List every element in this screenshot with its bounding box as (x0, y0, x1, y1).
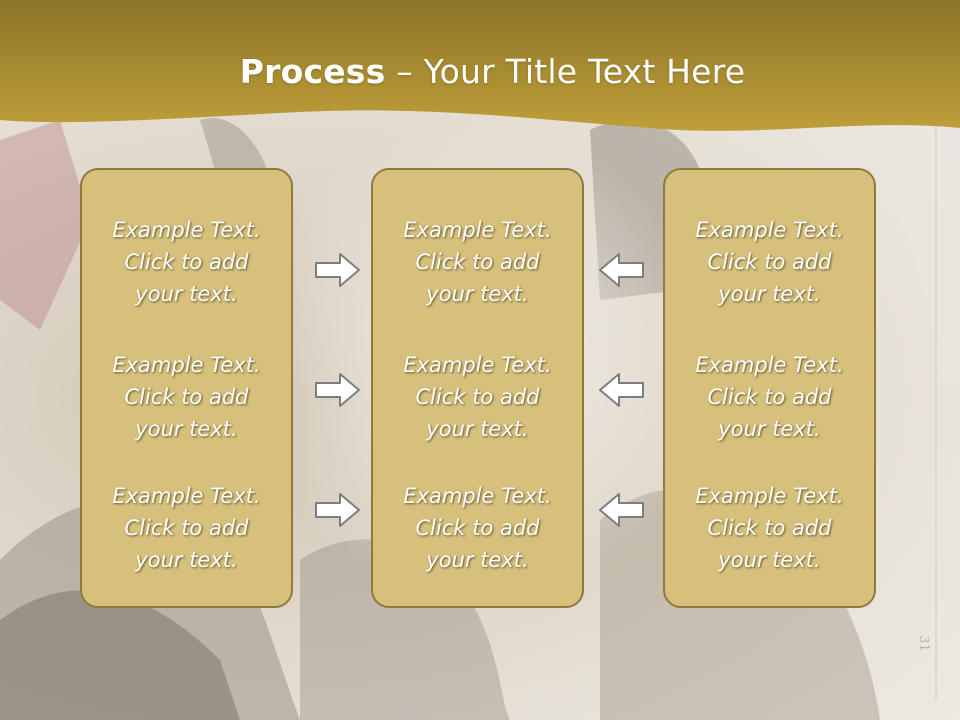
text-line: Click to add (415, 385, 540, 409)
text-line: your text. (718, 282, 821, 306)
text-line: Example Text. (112, 353, 261, 377)
text-line: Click to add (707, 516, 832, 540)
text-line: your text. (426, 282, 529, 306)
process-box-left[interactable]: Example Text. Click to add your text. Ex… (80, 168, 293, 608)
text-line: Example Text. (112, 218, 261, 242)
title-bold: Process (239, 52, 386, 91)
slide-title[interactable]: Process – Your Title Text Here (0, 52, 960, 91)
text-line: your text. (135, 282, 238, 306)
text-placeholder[interactable]: Example Text. Click to add your text. (373, 349, 582, 445)
text-placeholder[interactable]: Example Text. Click to add your text. (665, 349, 874, 445)
text-line: Click to add (415, 516, 540, 540)
text-placeholder[interactable]: Example Text. Click to add your text. (82, 214, 291, 310)
text-line: your text. (426, 548, 529, 572)
right-arrow-icon[interactable] (314, 370, 362, 410)
text-line: Example Text. (695, 484, 844, 508)
title-text: Your Title Text Here (423, 52, 746, 91)
text-placeholder[interactable]: Example Text. Click to add your text. (373, 214, 582, 310)
text-line: Example Text. (403, 218, 552, 242)
right-arrow-icon[interactable] (314, 250, 362, 290)
text-line: Click to add (415, 250, 540, 274)
left-arrow-icon[interactable] (597, 490, 645, 530)
text-line: Click to add (124, 250, 249, 274)
left-arrow-icon[interactable] (597, 370, 645, 410)
text-placeholder[interactable]: Example Text. Click to add your text. (82, 480, 291, 576)
text-line: Example Text. (403, 484, 552, 508)
text-line: Click to add (707, 385, 832, 409)
text-line: Example Text. (695, 353, 844, 377)
text-placeholder[interactable]: Example Text. Click to add your text. (665, 214, 874, 310)
process-box-center[interactable]: Example Text. Click to add your text. Ex… (371, 168, 584, 608)
text-placeholder[interactable]: Example Text. Click to add your text. (665, 480, 874, 576)
text-line: your text. (718, 417, 821, 441)
process-box-right[interactable]: Example Text. Click to add your text. Ex… (663, 168, 876, 608)
right-arrow-icon[interactable] (314, 490, 362, 530)
text-line: Click to add (707, 250, 832, 274)
text-line: your text. (718, 548, 821, 572)
text-line: your text. (135, 417, 238, 441)
text-line: your text. (135, 548, 238, 572)
text-line: Example Text. (403, 353, 552, 377)
text-line: Click to add (124, 385, 249, 409)
slide-number: 31 (915, 635, 931, 652)
text-placeholder[interactable]: Example Text. Click to add your text. (82, 349, 291, 445)
title-separator: – (385, 52, 424, 91)
left-arrow-icon[interactable] (597, 250, 645, 290)
text-line: Example Text. (695, 218, 844, 242)
text-line: your text. (426, 417, 529, 441)
text-line: Click to add (124, 516, 249, 540)
header-banner (0, 0, 960, 131)
text-line: Example Text. (112, 484, 261, 508)
text-placeholder[interactable]: Example Text. Click to add your text. (373, 480, 582, 576)
